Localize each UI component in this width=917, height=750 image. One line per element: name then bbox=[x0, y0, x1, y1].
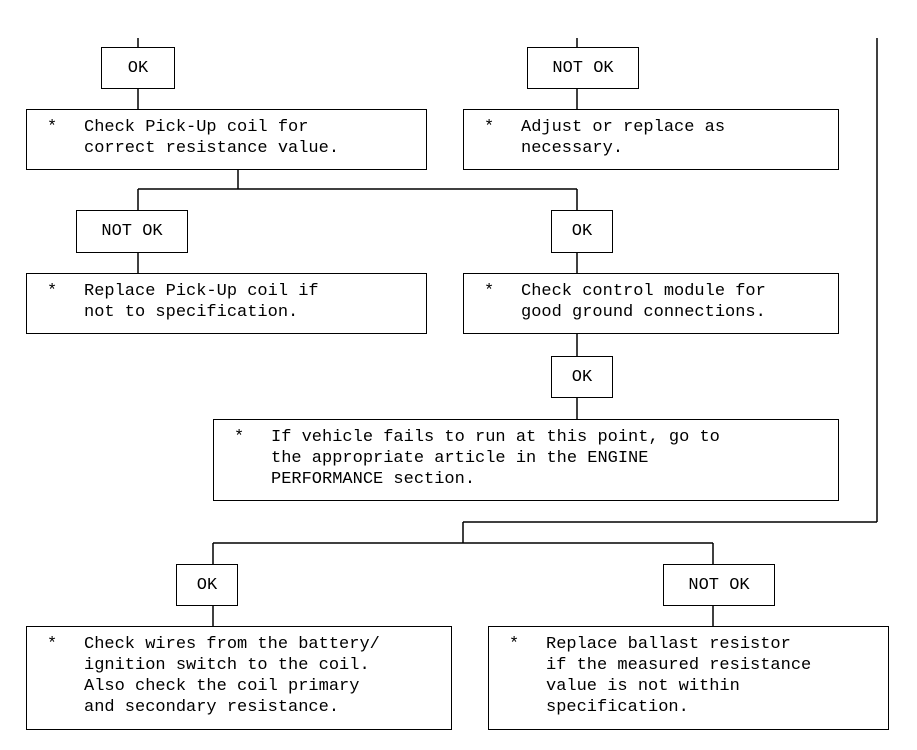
action-text: value is not within bbox=[546, 677, 740, 696]
not-ok-label-text: NOT OK bbox=[552, 58, 614, 78]
action-text: Check Pick-Up coil for bbox=[84, 118, 309, 137]
action-text: necessary. bbox=[521, 139, 624, 158]
action-text: Replace ballast resistor bbox=[546, 635, 791, 654]
bullet-star: * bbox=[509, 635, 520, 654]
adjust-replace-box: * Adjust or replace as necessary. bbox=[463, 109, 839, 170]
ok-label-ground: OK bbox=[551, 356, 613, 398]
ok-label-text: OK bbox=[571, 222, 593, 241]
ok-label-text: OK bbox=[196, 575, 218, 595]
action-text: PERFORMANCE section. bbox=[271, 470, 476, 489]
ok-label-top: OK bbox=[101, 47, 175, 89]
replace-ballast-box: * Replace ballast resistor if the measure… bbox=[488, 626, 889, 730]
not-ok-label-text: NOT OK bbox=[688, 575, 750, 595]
action-text: specification. bbox=[546, 698, 689, 717]
action-text: Check wires from the battery/ bbox=[84, 635, 380, 654]
ok-label-text: OK bbox=[127, 58, 149, 78]
action-text: Also check the coil primary bbox=[84, 677, 360, 696]
action-text: If vehicle fails to run at this point, g… bbox=[271, 428, 720, 447]
not-ok-label-bottom: NOT OK bbox=[663, 564, 775, 606]
action-text: correct resistance value. bbox=[84, 139, 340, 158]
replace-pickup-coil-box: * Replace Pick-Up coil if not to specific… bbox=[26, 273, 427, 334]
not-ok-label-mid: NOT OK bbox=[76, 210, 188, 253]
not-ok-label-text: NOT OK bbox=[101, 222, 163, 241]
vehicle-fails-box: * If vehicle fails to run at this point, … bbox=[213, 419, 839, 501]
action-text: not to specification. bbox=[84, 303, 299, 322]
not-ok-label-top: NOT OK bbox=[527, 47, 639, 89]
bullet-star: * bbox=[47, 118, 58, 137]
action-text: good ground connections. bbox=[521, 303, 766, 322]
ok-label-bottom: OK bbox=[176, 564, 238, 606]
bullet-star: * bbox=[234, 428, 245, 447]
ok-label-text: OK bbox=[571, 367, 593, 387]
check-pickup-coil-box: * Check Pick-Up coil for correct resistan… bbox=[26, 109, 427, 170]
action-text: Check control module for bbox=[521, 282, 766, 301]
action-text: Replace Pick-Up coil if bbox=[84, 282, 319, 301]
bullet-star: * bbox=[484, 118, 495, 137]
check-control-module-box: * Check control module for good ground co… bbox=[463, 273, 839, 334]
action-text: ignition switch to the coil. bbox=[84, 656, 370, 675]
check-wires-box: * Check wires from the battery/ ignition … bbox=[26, 626, 452, 730]
bullet-star: * bbox=[47, 282, 58, 301]
bullet-star: * bbox=[484, 282, 495, 301]
action-text: the appropriate article in the ENGINE bbox=[271, 449, 649, 468]
action-text: if the measured resistance bbox=[546, 656, 812, 675]
action-text: and secondary resistance. bbox=[84, 698, 340, 717]
ok-label-mid: OK bbox=[551, 210, 613, 253]
action-text: Adjust or replace as bbox=[521, 118, 726, 137]
bullet-star: * bbox=[47, 635, 58, 654]
